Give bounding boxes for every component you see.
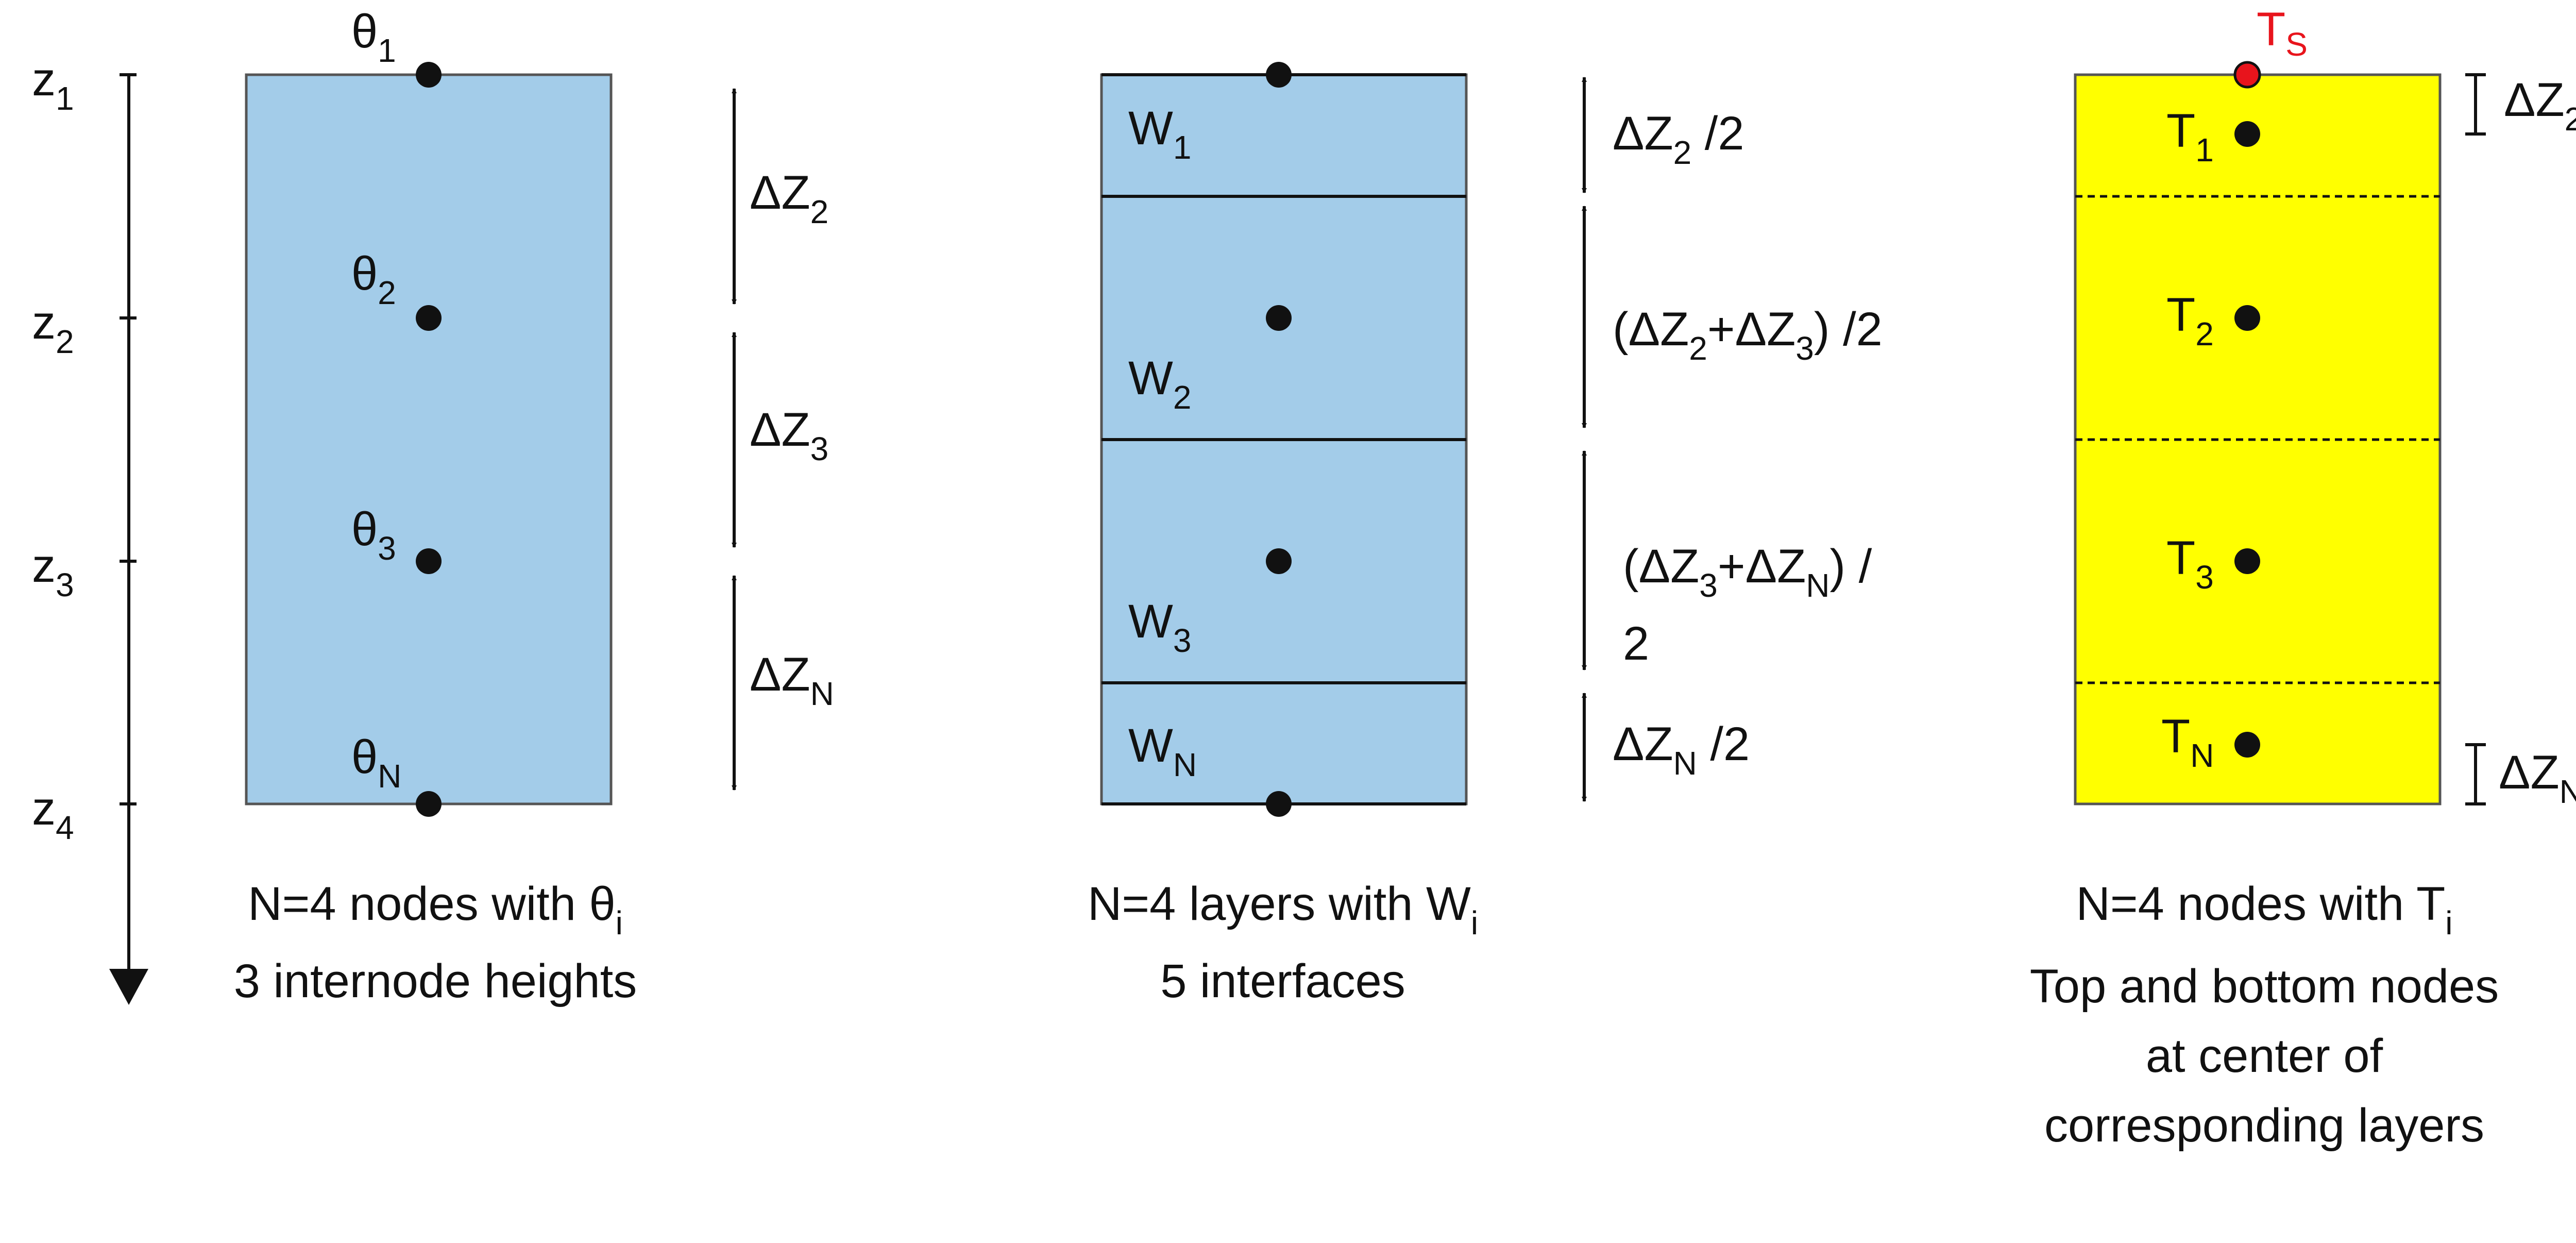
span-label-dz3: ΔZ3	[750, 404, 828, 467]
t-node-1	[2234, 121, 2260, 147]
theta-node-1-label: θ1	[351, 5, 396, 69]
t-node-3-label: T3	[2166, 532, 2214, 596]
z3-label: z3	[32, 540, 74, 603]
bottom-span-bracket	[2465, 743, 2486, 805]
w-node-1	[1266, 62, 1292, 88]
panel-nodes-theta: θ1 θ2 θ3 θN ΔZ2 ΔZ3 ΔZN N=4 nodes with θ…	[234, 5, 834, 1007]
theta-node-3	[416, 548, 442, 574]
t-node-2	[2234, 305, 2260, 331]
t-node-n-label: TN	[2161, 710, 2214, 774]
t-node-3	[2234, 548, 2260, 574]
span-label-w3-line2: 2	[1623, 617, 1649, 670]
t-node-n	[2234, 732, 2260, 758]
theta-node-2	[416, 305, 442, 331]
span-label-dzn: ΔZN	[750, 648, 834, 712]
panel1-caption-line2: 3 internode heights	[234, 955, 637, 1007]
panel3-caption-line1: N=4 nodes with Ti	[2076, 878, 2452, 942]
panel3-caption-line4: corresponding layers	[2044, 1099, 2484, 1152]
depth-axis-arrowhead	[109, 969, 148, 1005]
span-label-w1: ΔZ2 /2	[1613, 107, 1744, 171]
span-label-w2: (ΔZ2+ΔZ3) /2	[1613, 303, 1883, 367]
theta-node-n	[416, 791, 442, 817]
panel3-caption-line3: at center of	[2146, 1030, 2383, 1082]
w-layer-2-label: W2	[1128, 352, 1191, 416]
theta-node-1	[416, 62, 442, 88]
theta-column	[245, 73, 613, 805]
z2-label: z2	[32, 296, 74, 360]
w-layer-n-label: WN	[1128, 719, 1197, 783]
theta-node-3-label: θ3	[351, 503, 396, 567]
panel-nodes-t: TS T1 T2 T3 TN ΔZ2 /4 ΔZN /4 N=4 nodes w…	[2030, 3, 2576, 1152]
w-node-3	[1266, 548, 1292, 574]
surface-node	[2233, 61, 2261, 89]
z4-label: z4	[32, 782, 74, 846]
theta-node-2-label: θ2	[351, 247, 396, 311]
theta-node-n-label: θN	[351, 731, 401, 795]
panel2-caption-line1: N=4 layers with Wi	[1088, 878, 1478, 942]
depth-axis: z1 z2 z3 z4	[32, 53, 148, 1005]
panel3-caption-line2: Top and bottom nodes	[2030, 960, 2499, 1013]
top-span-bracket	[2465, 73, 2486, 136]
span-label-w3: (ΔZ3+ΔZN) /	[1623, 540, 1872, 604]
panel2-caption-line2: 5 interfaces	[1160, 955, 1405, 1007]
w-layer-3-label: W3	[1128, 595, 1191, 659]
w-layer-1-label: W1	[1128, 102, 1191, 166]
span-label-dz2: ΔZ2	[750, 166, 828, 230]
w-node-2	[1266, 305, 1292, 331]
surface-node-label: TS	[2257, 3, 2308, 63]
t-node-2-label: T2	[2166, 289, 2214, 352]
bottom-span-label: ΔZN /4	[2499, 746, 2576, 810]
t-node-1-label: T1	[2166, 105, 2214, 169]
span-label-wn: ΔZN /2	[1613, 718, 1750, 782]
z1-label: z1	[32, 53, 74, 117]
panel1-caption-line1: N=4 nodes with θi	[248, 878, 623, 942]
top-span-label: ΔZ2 /4	[2504, 74, 2576, 138]
panel-layers-w: W1 W2 W3 WN ΔZ2 /2 (ΔZ2+ΔZ3) /2 (ΔZ3+ΔZN…	[1088, 62, 1883, 1007]
w-node-n	[1266, 791, 1292, 817]
